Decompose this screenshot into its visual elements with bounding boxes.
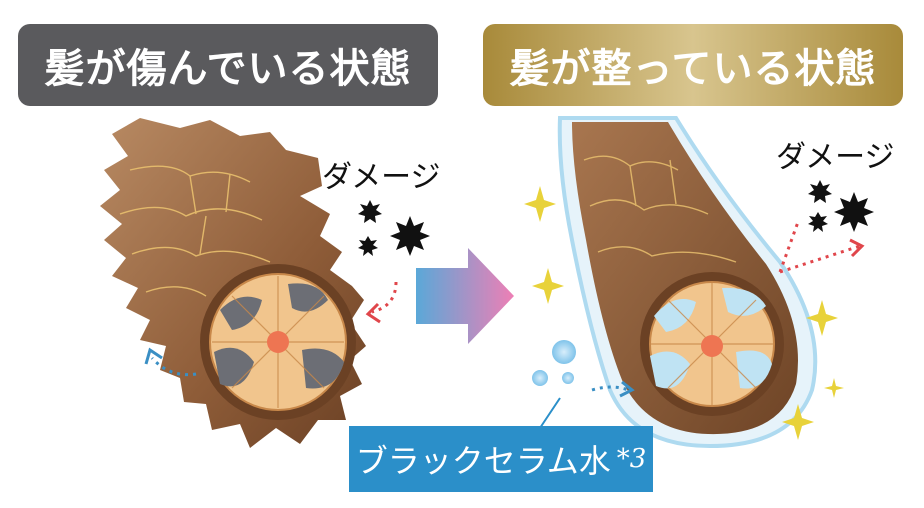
escape-arrow [150,356,197,377]
serum-droplets [532,340,576,386]
damage-particles-left [358,200,430,256]
sparkle-icons [524,186,844,440]
healthy-state-title: 髪が整っている状態 [483,24,903,106]
serum-pointer-line [539,397,561,429]
damaged-state-title: 髪が傷んでいる状態 [18,24,438,106]
damage-label-left: ダメージ [322,160,441,195]
damage-holes [214,283,344,389]
healthy-cortex-cross-section [640,272,784,416]
serum-footnote: *3 [616,444,647,474]
healthy-hair-illustration [524,116,874,449]
damage-particles-right [808,180,874,232]
serum-label: ブラックセラム水 [355,442,611,480]
moisture-fill [650,287,772,389]
serum-label-box: ブラックセラム水*3 [349,426,653,492]
damaged-cortex-cross-section [200,264,356,420]
transition-arrow [416,248,514,344]
damage-arrow-right [779,244,861,274]
damage-label-right: ダメージ [776,140,895,175]
serum-arrow [591,385,629,392]
damaged-hair-illustration [100,118,430,448]
cuticle-lines [119,165,271,297]
